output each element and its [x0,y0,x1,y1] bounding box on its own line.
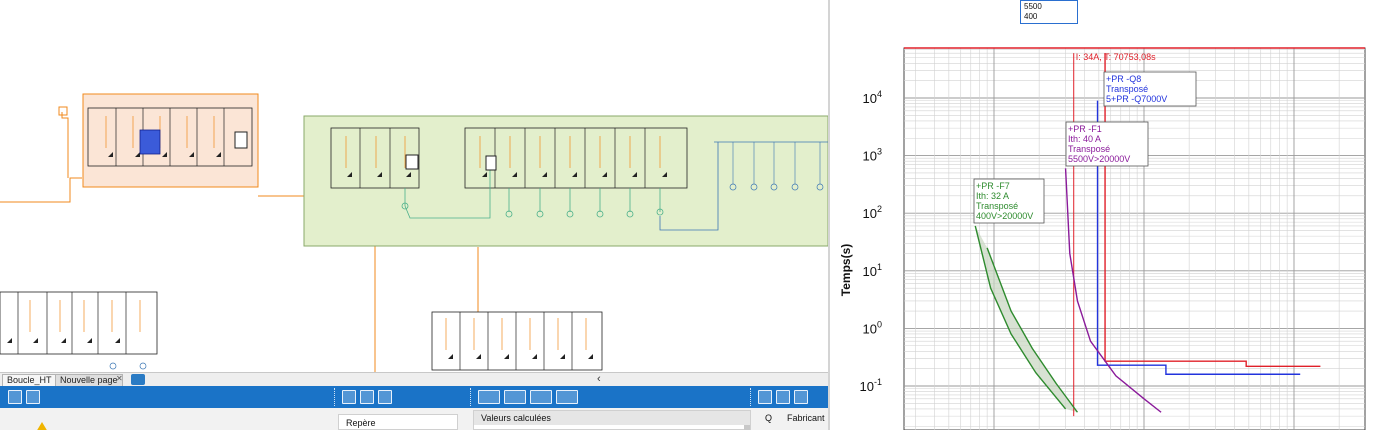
series-line-green-2 [986,247,1079,413]
tab-nouvelle-page[interactable]: Nouvelle page [55,374,123,386]
schematic-drawing [0,93,828,372]
schematic-canvas[interactable] [0,0,828,372]
warning-icon [36,422,48,430]
value-list[interactable]: 5500 400 [1020,0,1078,24]
y-tick-label: 100 [863,319,882,336]
value-list-item[interactable]: 5500 [1024,2,1042,11]
y-tick-label: 102 [863,204,882,221]
time-current-chart[interactable]: 104 103 102 101 100 10-1 Temps(s) I: 34A, T: 70… [830,0,1386,430]
annotation-text: +PR -F1 [1068,124,1102,134]
toolbar-group-extra [758,389,808,405]
annotation-text: Transposé [1106,84,1148,94]
annotation-text: 5500V>20000V [1068,154,1130,164]
toolbar-group-edit [342,389,392,405]
series-line-purple [1064,168,1162,413]
annotation-text: 5+PR -Q7000V [1106,94,1167,104]
annotation-box [1065,121,1149,167]
table-chart-icon[interactable] [504,390,526,404]
column-headers: Q Fabricant [752,410,828,430]
annotation-text: Ith: 32 A [976,191,1009,201]
add-page-icon[interactable] [131,374,145,385]
y-tick-label: 10-1 [860,377,882,394]
y-tick-label: 101 [863,262,882,279]
list-view-icon[interactable] [26,390,40,404]
annotation-text: +PR -F7 [976,181,1010,191]
panel-scrollbar[interactable] [744,425,750,430]
annotation-text: Ith: 40 A [1068,134,1101,144]
table-export-icon[interactable] [530,390,552,404]
locate-icon[interactable] [360,390,374,404]
page-tab-bar: Boucle_HT Nouvelle page ✕ ‹ [0,372,828,386]
annotation-text: +PR -Q8 [1106,74,1141,84]
report-print-icon[interactable] [794,390,808,404]
main-toolbar [0,386,828,408]
grid-view-icon[interactable] [8,390,22,404]
valeurs-calculees-header: Valeurs calculées [474,411,750,425]
table-grid-icon[interactable] [556,390,578,404]
close-tab-icon[interactable]: ✕ [116,374,123,383]
bottom-panels: Repère Valeurs calculées Q Fabricant [0,408,828,430]
series-line-blue [1096,100,1301,375]
valeurs-calculees-panel: Valeurs calculées [473,410,751,430]
report-settings-icon[interactable] [776,390,790,404]
series-line-red [1104,53,1321,367]
toolbar-separator [470,388,471,406]
annotation-box [973,178,1045,224]
table-icon[interactable] [478,390,500,404]
fit-icon[interactable] [378,390,392,404]
annotation-box [1103,71,1197,107]
y-tick-label: 103 [863,147,882,164]
y-tick-label: 104 [863,89,882,106]
curve-chart-pane: 104 103 102 101 100 10-1 Temps(s) I: 34A, T: 70… [830,0,1386,430]
toolbar-separator [750,388,751,406]
report-icon[interactable] [758,390,772,404]
series-line-green-1 [974,225,1067,410]
pencil-icon[interactable] [342,390,356,404]
pane-splitter[interactable] [828,0,830,430]
scroll-left-icon[interactable]: ‹ [597,373,601,385]
toolbar-separator [334,388,335,406]
annotation-text: Transposé [976,201,1018,211]
cursor-readout: I: 34A, T: 70753,08s [1076,52,1156,62]
toolbar-group-tables [478,389,578,405]
annotation-text: 400V>20000V [976,211,1033,221]
toolbar-group-view [8,389,40,405]
column-fabricant-header[interactable]: Fabricant [787,413,825,423]
value-list-item[interactable]: 400 [1024,12,1038,21]
annotation-text: Transposé [1068,144,1110,154]
tab-boucle-ht[interactable]: Boucle_HT [2,374,57,386]
column-q-header[interactable]: Q [765,413,773,423]
y-axis-label: Temps(s) [839,244,853,296]
repere-field[interactable]: Repère [338,414,458,430]
